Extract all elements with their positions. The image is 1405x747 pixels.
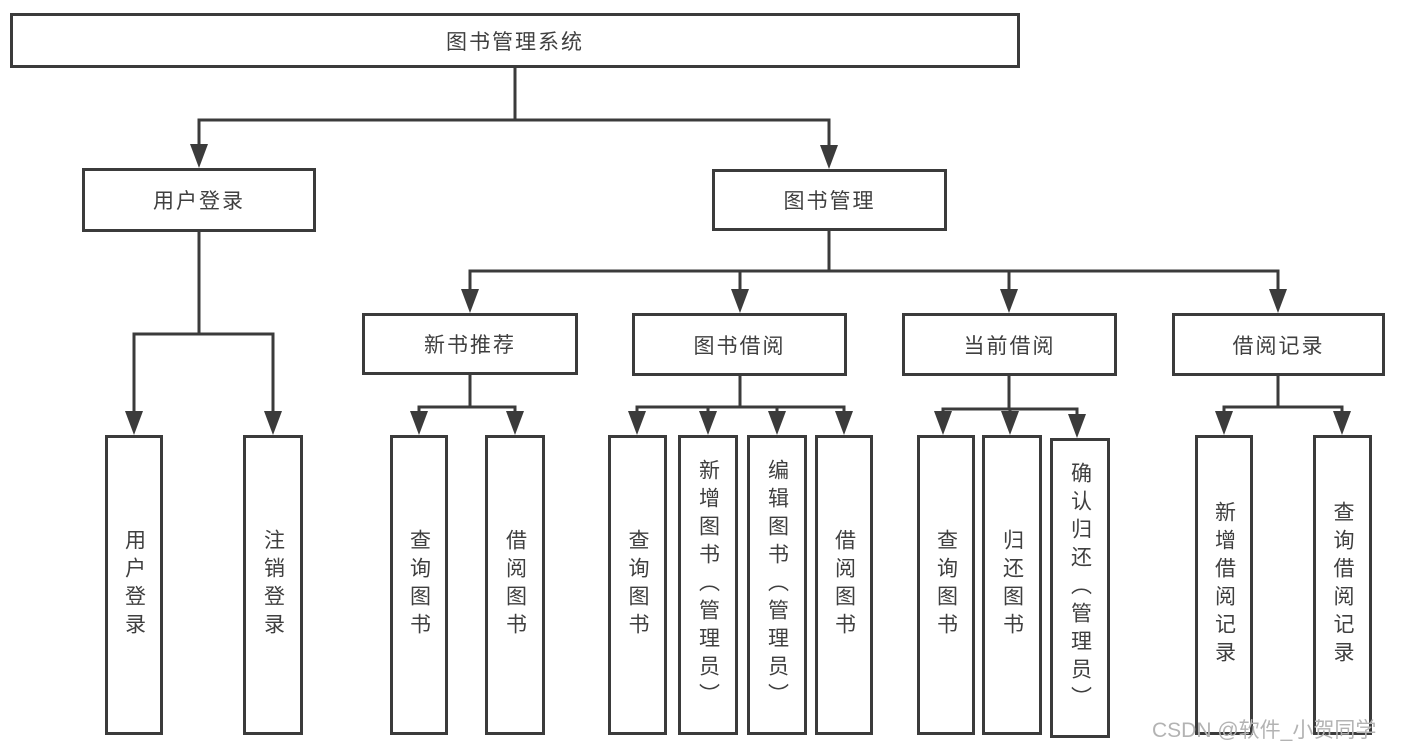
- node-current-borrow-label: 当前借阅: [963, 334, 1056, 358]
- leaf-user-login: 用户登录: [105, 435, 163, 735]
- leaf-borrow-query-label: 查询图书: [626, 529, 649, 641]
- leaf-logout-label: 注销登录: [261, 529, 285, 641]
- arrowhead: [1001, 411, 1019, 435]
- arrowhead: [934, 411, 952, 435]
- leaf-current-return-label: 归还图书: [1000, 529, 1024, 641]
- arrowhead: [125, 411, 143, 435]
- leaf-newbooks-borrow: 借阅图书: [485, 435, 545, 735]
- arrowhead: [410, 411, 428, 435]
- node-book-borrow-label: 图书借阅: [693, 334, 786, 358]
- node-borrow-records-label: 借阅记录: [1232, 334, 1325, 358]
- leaf-newbooks-query-label: 查询图书: [407, 529, 431, 641]
- leaf-borrow-add: 新增图书（管理员）: [678, 435, 738, 735]
- leaf-user-login-label: 用户登录: [122, 529, 146, 641]
- node-root: 图书管理系统: [10, 13, 1020, 68]
- leaf-records-query: 查询借阅记录: [1313, 435, 1372, 735]
- connector-book-borrow: [635, 376, 846, 416]
- connector-user-login: [132, 232, 275, 416]
- leaf-borrow-edit: 编辑图书（管理员）: [747, 435, 807, 735]
- leaf-borrow-query: 查询图书: [608, 435, 667, 735]
- node-root-label: 图书管理系统: [446, 30, 584, 54]
- leaf-newbooks-borrow-label: 借阅图书: [503, 529, 527, 641]
- leaf-records-query-label: 查询借阅记录: [1331, 501, 1354, 669]
- arrowhead: [506, 411, 524, 435]
- connector-borrow-records: [1222, 376, 1344, 416]
- leaf-current-query: 查询图书: [917, 435, 975, 735]
- node-user-login: 用户登录: [82, 168, 316, 232]
- node-current-borrow: 当前借阅: [902, 313, 1117, 376]
- leaf-borrow-borrow: 借阅图书: [815, 435, 873, 735]
- arrowhead: [1333, 411, 1351, 435]
- connector-new-books: [417, 375, 517, 416]
- arrowhead: [461, 289, 479, 313]
- leaf-newbooks-query: 查询图书: [390, 435, 448, 735]
- connector-book-mgmt: [468, 231, 1280, 294]
- arrowhead: [264, 411, 282, 435]
- node-new-books-label: 新书推荐: [424, 334, 516, 357]
- leaf-borrow-edit-label: 编辑图书（管理员）: [765, 459, 789, 711]
- node-new-books: 新书推荐: [362, 313, 578, 375]
- arrowhead: [820, 145, 838, 169]
- leaf-current-confirm: 确认归还（管理员）: [1050, 438, 1110, 738]
- arrowhead: [1215, 411, 1233, 435]
- node-user-login-label: 用户登录: [153, 190, 245, 213]
- arrowhead: [1068, 414, 1086, 438]
- node-book-mgmt: 图书管理: [712, 169, 947, 231]
- arrowhead: [628, 411, 646, 435]
- node-book-borrow: 图书借阅: [632, 313, 847, 376]
- leaf-logout: 注销登录: [243, 435, 303, 735]
- arrowhead: [190, 144, 208, 168]
- leaf-records-add-label: 新增借阅记录: [1212, 501, 1236, 669]
- leaf-current-query-label: 查询图书: [934, 529, 958, 641]
- arrowhead: [699, 411, 717, 435]
- leaf-current-return: 归还图书: [982, 435, 1042, 735]
- leaf-borrow-borrow-label: 借阅图书: [832, 529, 856, 641]
- leaf-current-confirm-label: 确认归还（管理员）: [1068, 462, 1092, 714]
- leaf-borrow-add-label: 新增图书（管理员）: [696, 459, 720, 711]
- arrowhead: [768, 411, 786, 435]
- arrowhead: [1000, 289, 1018, 313]
- csdn-watermark: CSDN @软件_小贺同学: [1152, 719, 1377, 742]
- node-book-mgmt-label: 图书管理: [783, 190, 876, 213]
- connector-root: [197, 68, 831, 149]
- node-borrow-records: 借阅记录: [1172, 313, 1385, 376]
- arrowhead: [835, 411, 853, 435]
- arrowhead: [1269, 289, 1287, 313]
- leaf-records-add: 新增借阅记录: [1195, 435, 1253, 735]
- arrowhead: [731, 289, 749, 313]
